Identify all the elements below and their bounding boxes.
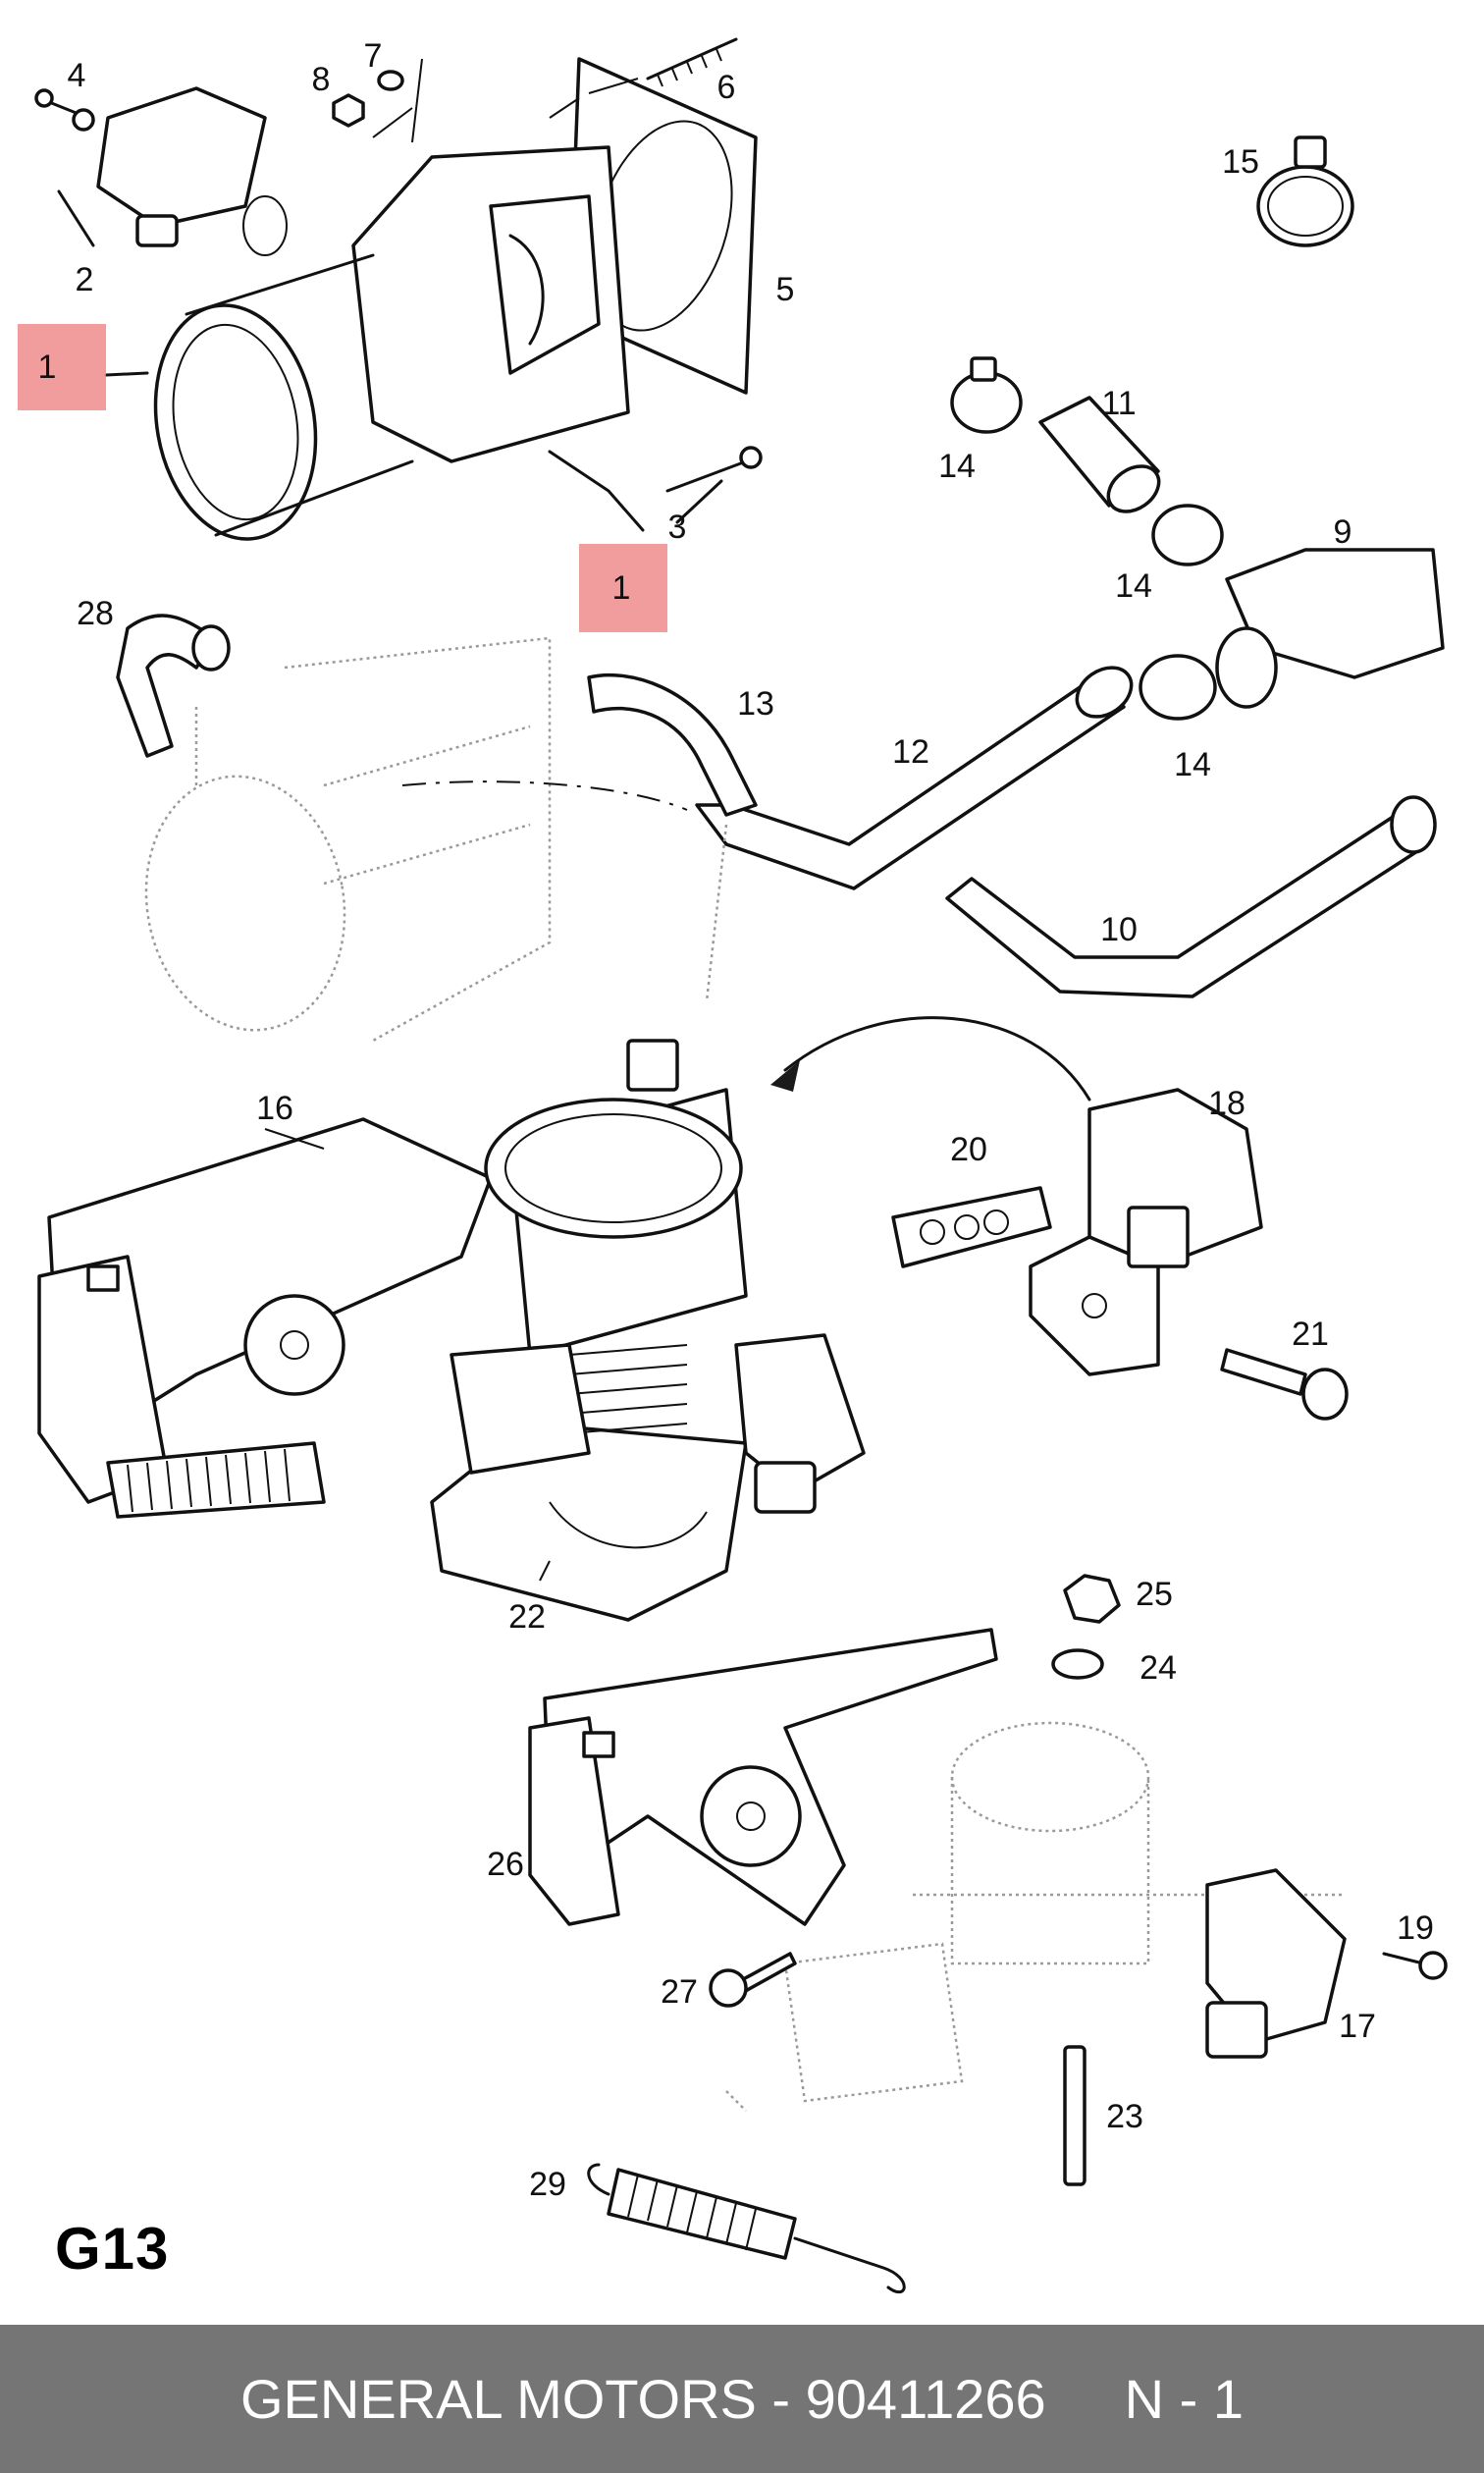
callout-28: 28 xyxy=(77,595,114,632)
callout-27: 27 xyxy=(661,1973,698,2011)
callout-labels: 1 1 2 3 4 5 6 7 8 9 10 11 12 13 14 14 14… xyxy=(38,37,1434,2203)
footer-brand: GENERAL MOTORS xyxy=(239,2368,757,2430)
callout-10: 10 xyxy=(1100,911,1138,948)
footer-part-number: 90411266 xyxy=(805,2368,1046,2430)
callout-16: 16 xyxy=(256,1090,293,1127)
page-code-label: G13 xyxy=(55,2216,170,2282)
callout-24: 24 xyxy=(1140,1649,1177,1687)
parts-diagram: 1 1 2 3 4 5 6 7 8 9 10 11 12 13 14 14 14… xyxy=(18,37,1448,2294)
callout-18: 18 xyxy=(1208,1085,1246,1122)
callout-14c: 14 xyxy=(1174,746,1211,783)
callout-22: 22 xyxy=(508,1598,546,1636)
hoses-and-clamps xyxy=(116,135,1445,1043)
callout-8: 8 xyxy=(312,61,331,98)
idle-air-valve-group xyxy=(891,1088,1349,1421)
callout-9: 9 xyxy=(1334,513,1352,551)
footer-position: N - 1 xyxy=(1124,2368,1244,2430)
callout-11: 11 xyxy=(1101,385,1136,422)
throttle-body-assembly-top xyxy=(34,37,763,541)
callout-2: 2 xyxy=(76,261,94,298)
callout-15: 15 xyxy=(1222,143,1259,181)
throttle-body-with-bracket xyxy=(37,1016,1091,1622)
callout-17: 17 xyxy=(1339,2008,1376,2045)
callout-23: 23 xyxy=(1106,2098,1143,2135)
callout-5: 5 xyxy=(776,271,795,308)
callout-1b: 1 xyxy=(612,569,631,607)
bracket-assembly-bottom xyxy=(528,1574,1448,2294)
callout-19: 19 xyxy=(1397,1909,1434,1947)
callout-14a: 14 xyxy=(938,448,976,485)
callout-1-highlight-left xyxy=(18,324,106,410)
callout-26: 26 xyxy=(487,1846,524,1883)
callout-20: 20 xyxy=(950,1131,987,1168)
callout-1-highlight-right xyxy=(579,544,667,632)
callout-1a: 1 xyxy=(38,349,57,386)
callout-7: 7 xyxy=(364,37,383,75)
callout-21: 21 xyxy=(1292,1316,1329,1353)
callout-13: 13 xyxy=(737,685,774,723)
callout-25: 25 xyxy=(1136,1576,1173,1613)
callout-14b: 14 xyxy=(1115,567,1152,605)
callout-29: 29 xyxy=(529,2166,566,2203)
callout-6: 6 xyxy=(717,69,736,106)
callout-3: 3 xyxy=(668,509,687,546)
footer-bar: GENERAL MOTORS - 90411266 N - 1 xyxy=(0,2325,1484,2473)
callout-4: 4 xyxy=(68,57,86,94)
callout-12: 12 xyxy=(892,733,929,771)
footer-dash: - xyxy=(771,2368,791,2430)
